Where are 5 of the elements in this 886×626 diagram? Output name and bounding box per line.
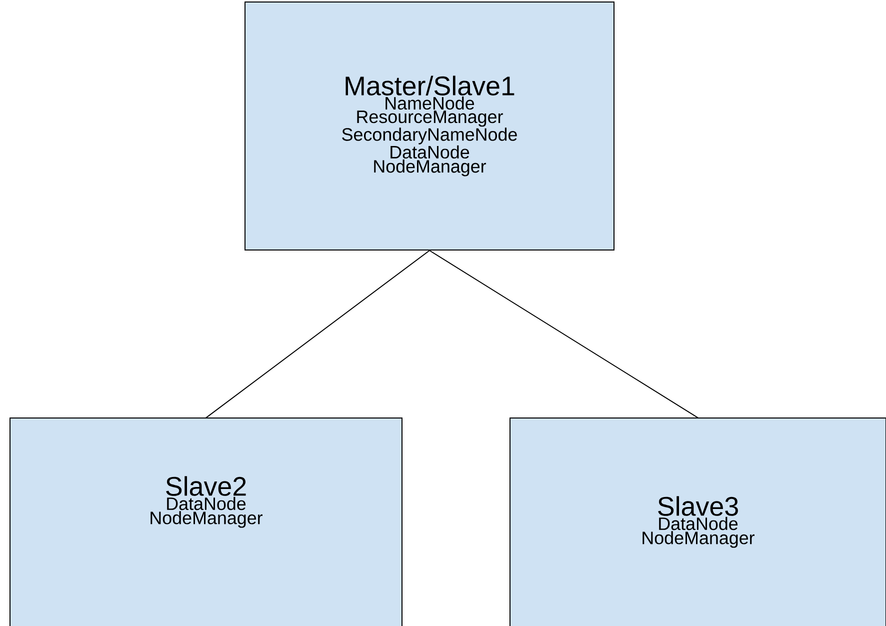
connector-line [429,250,698,418]
connector-line [206,250,430,418]
server-box: Master/Slave1 NameNode ResourceManager SecondaryNameNode DataNode NodeManager [244,2,614,250]
server-box: Slave3 DataNode NodeManager [510,418,886,626]
server-box: Slave2 DataNode NodeManager [10,418,402,626]
